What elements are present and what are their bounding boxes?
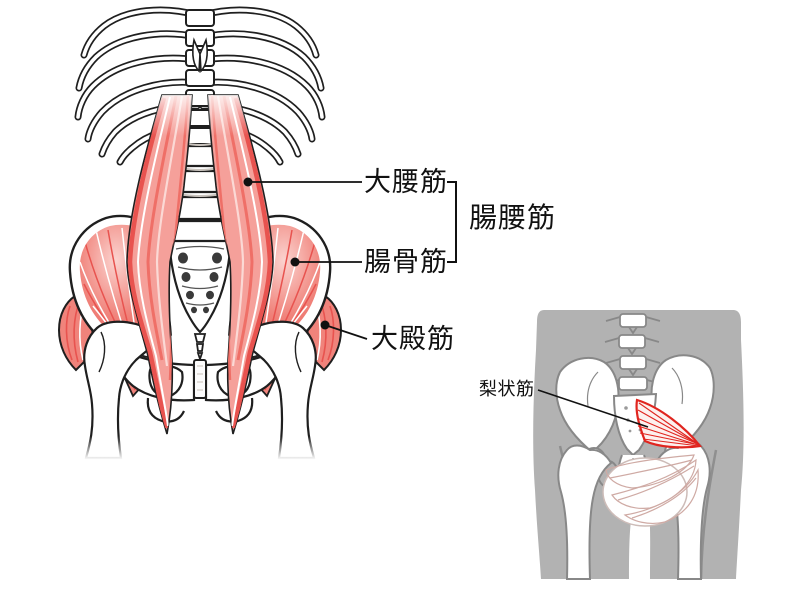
dot-iliacus	[290, 257, 300, 267]
lumbar-spine	[168, 142, 232, 248]
leader-line-gluteus-maximus	[324, 324, 368, 340]
iliopsoas-bracket	[447, 181, 457, 263]
leader-line-piriformis	[537, 389, 649, 428]
sacrum	[167, 239, 233, 334]
thoracic-spine	[185, 9, 215, 145]
piriformis-muscle	[635, 398, 703, 449]
label-piriformis: 梨状筋	[479, 379, 535, 399]
inset-figure	[533, 310, 744, 580]
fade-out	[50, 436, 360, 464]
dot-psoas-major	[243, 177, 253, 187]
dot-gluteus-maximus	[320, 320, 330, 330]
annotations	[248, 181, 457, 340]
label-iliacus: 腸骨筋	[364, 247, 448, 277]
pubic-symphysis	[193, 359, 207, 399]
deep-rotator-muscles	[602, 454, 699, 527]
label-dots	[243, 177, 330, 330]
label-gluteus-maximus: 大殿筋	[371, 324, 455, 354]
coccyx	[193, 333, 207, 362]
label-psoas-major: 大腰筋	[364, 167, 448, 197]
inset-femur-left	[557, 444, 613, 580]
label-iliopsoas: 腸腰筋	[469, 202, 557, 233]
